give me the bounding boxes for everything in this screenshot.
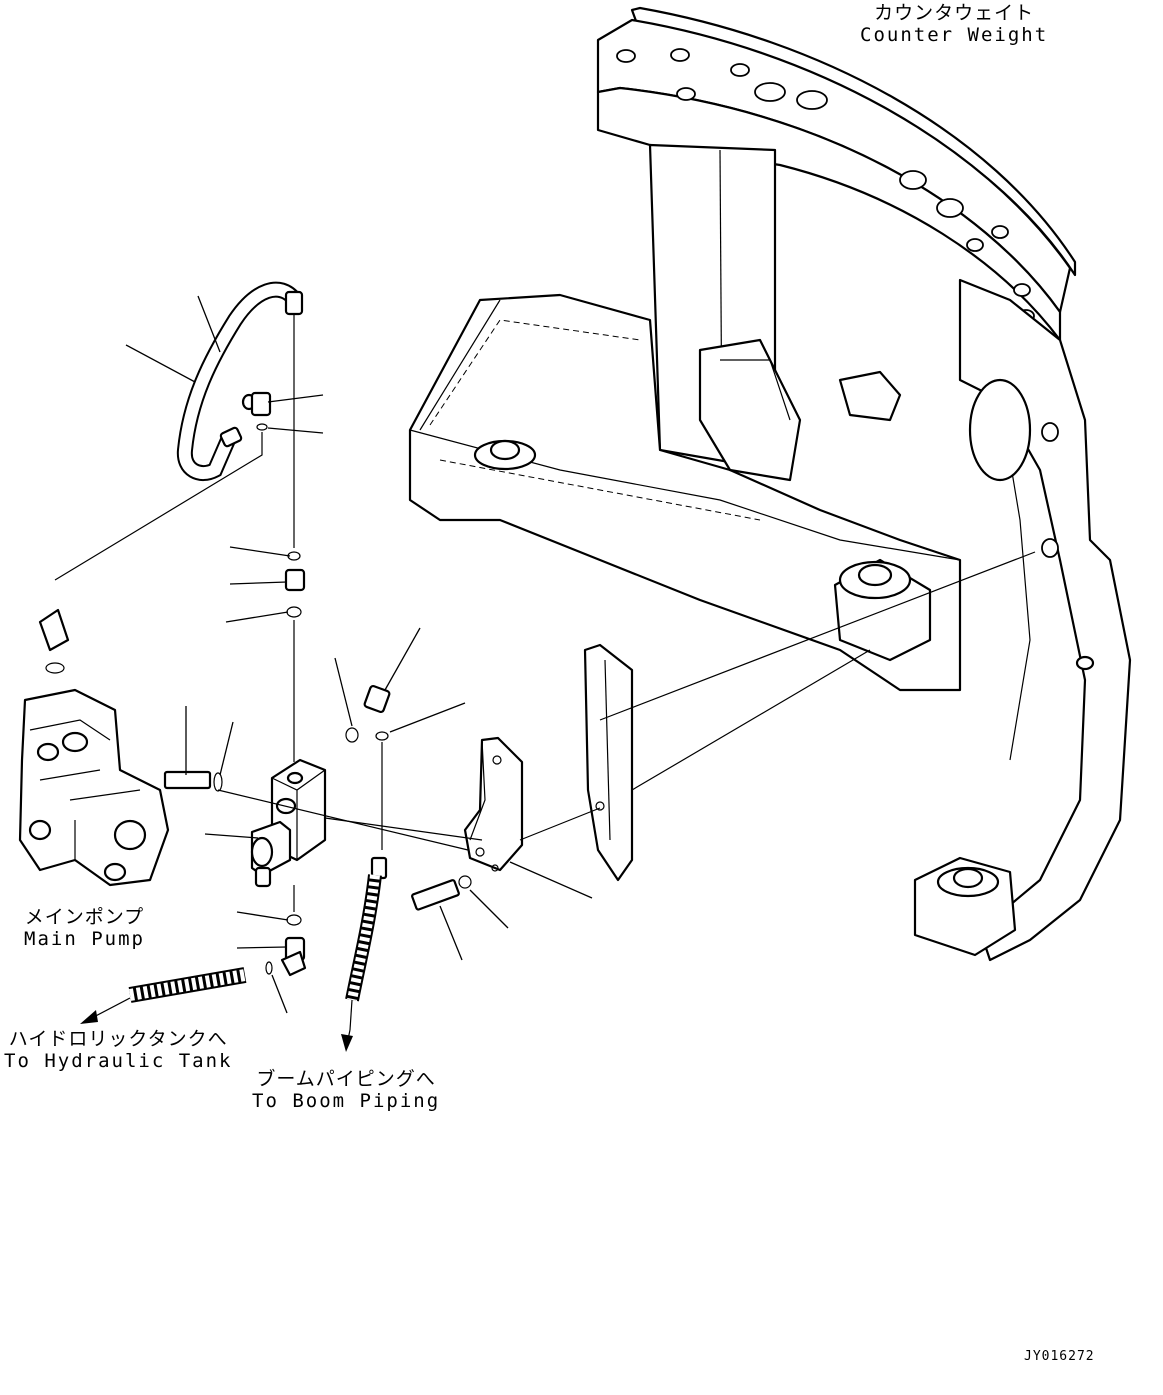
document-id: JY016272 [1024,1349,1095,1364]
revolving-frame [408,6,1132,962]
main-pump-label-en: Main Pump [24,928,145,950]
assembly-lines [54,432,1036,851]
solenoid-valve [250,758,327,888]
pipes [128,315,383,1031]
main-pump-label: メインポンプ Main Pump [24,906,145,950]
counter-weight-label-en: Counter Weight [860,24,1049,46]
hose-assembly [176,281,304,482]
hydraulic-tank-label-jp: ハイドロリックタンクへ [8,1028,228,1050]
hydraulic-tank-label: ハイドロリックタンクへ To Hydraulic Tank [4,1028,232,1072]
boom-piping-label-jp: ブームパイピングへ [256,1068,436,1090]
arrow-to-hydraulic-tank-icon [80,997,131,1024]
valve-bracket [463,736,524,872]
leader-lines [125,295,593,1014]
counter-weight-label-jp: カウンタウェイト [874,2,1035,24]
main-pump-label-jp: メインポンプ [24,906,145,928]
long-plate [583,643,634,882]
hydraulic-tank-label-en: To Hydraulic Tank [4,1050,233,1072]
boom-piping-label: ブームパイピングへ To Boom Piping [252,1068,440,1112]
boom-piping-label-en: To Boom Piping [252,1090,441,1112]
arrow-to-boom-piping-icon [341,1029,353,1052]
counter-weight-label: カウンタウェイト Counter Weight [860,2,1048,46]
main-pump [18,608,170,887]
